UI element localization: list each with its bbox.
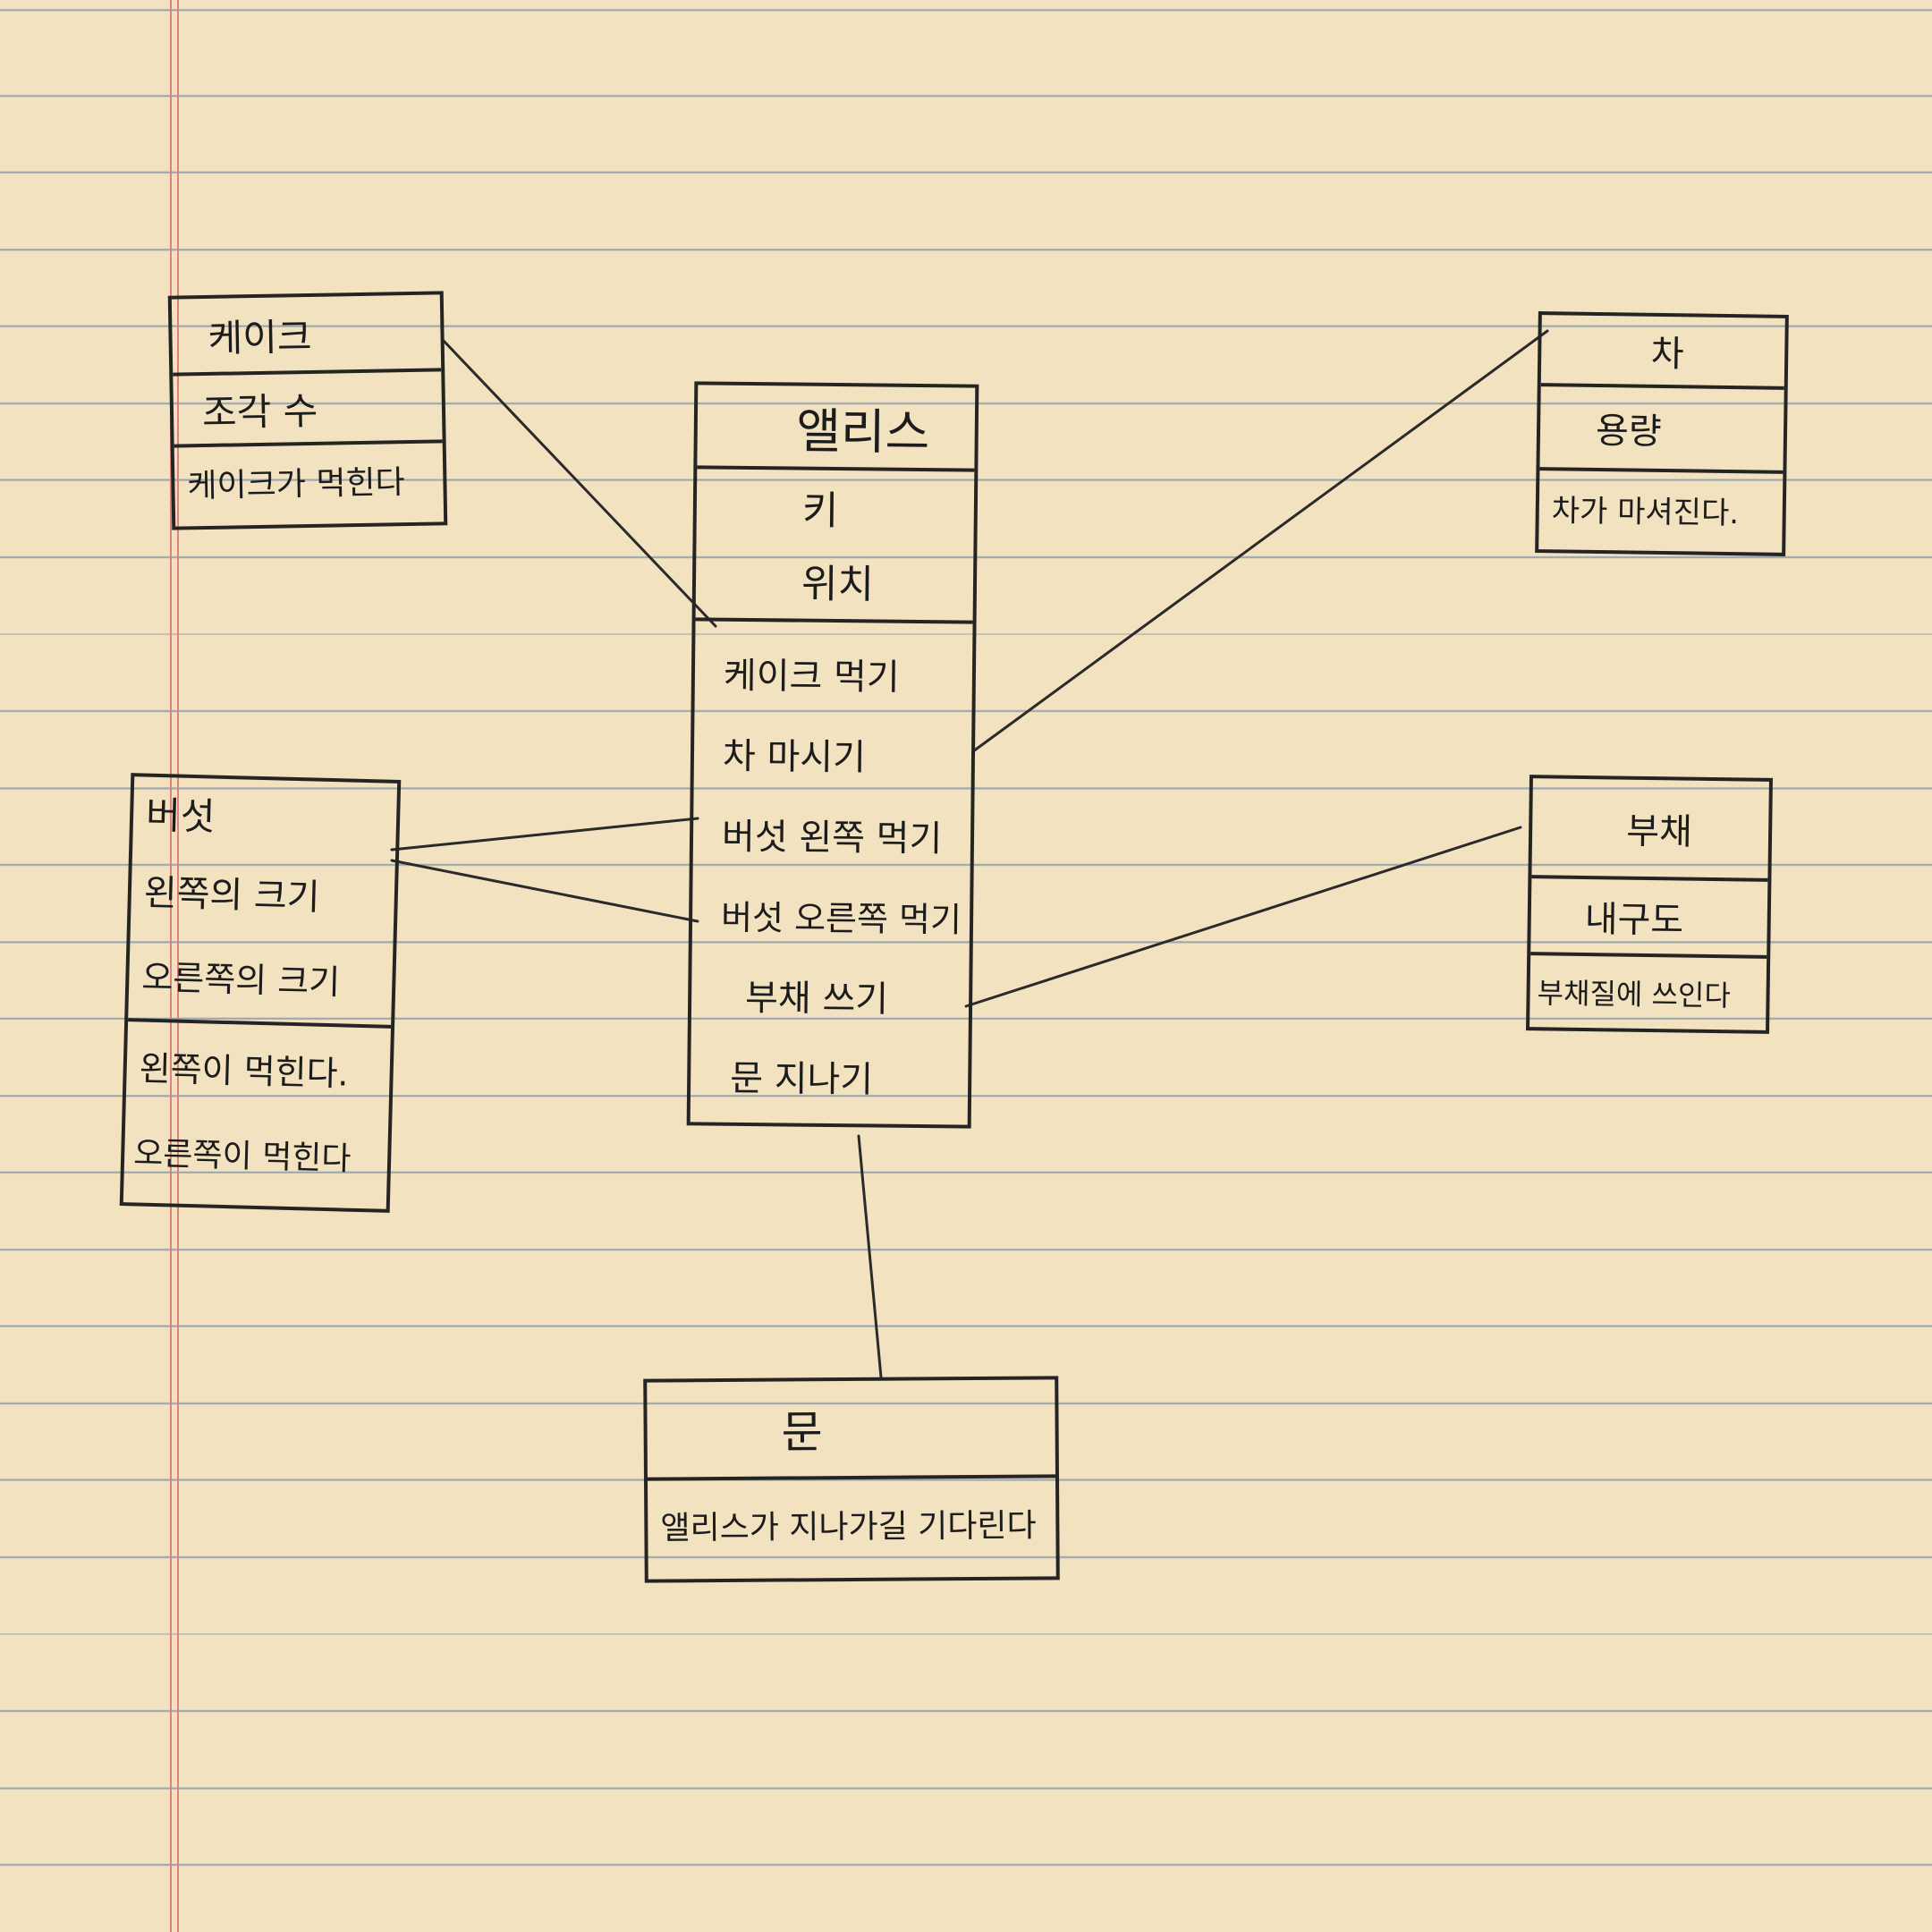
class-name: 부채 xyxy=(1625,810,1693,853)
class-box-door: 문 앨리스가 지나가길 기다린다 xyxy=(643,1376,1060,1583)
attribute: 용량 xyxy=(1595,410,1662,453)
methods-section: 앨리스가 지나가길 기다린다 xyxy=(648,1478,1056,1570)
attribute: 내구도 xyxy=(1584,898,1684,942)
class-box-alice: 앨리스 키 위치 케이크 먹기 차 마시기 버섯 왼쪽 먹기 버섯 오른쪽 먹기… xyxy=(686,381,979,1129)
attribute: 오른쪽의 크기 xyxy=(140,957,341,1002)
methods-section: 케이크 먹기 차 마시기 버섯 왼쪽 먹기 버섯 오른쪽 먹기 부채 쓰기 문 … xyxy=(691,621,973,1117)
method: 부채질에 쓰인다 xyxy=(1537,976,1732,1013)
attributes-section: 키 위치 xyxy=(695,469,975,624)
margin-line xyxy=(177,0,179,1932)
method: 문 지나기 xyxy=(729,1057,874,1101)
class-box-mushroom: 버섯 왼쪽의 크기 오른쪽의 크기 왼쪽이 먹힌다. 오른쪽이 먹힌다 xyxy=(119,773,402,1213)
attributes-section: 조각 수 xyxy=(173,371,443,448)
class-name-section: 문 xyxy=(647,1379,1055,1481)
methods-section: 왼쪽이 먹힌다. 오른쪽이 먹힌다 xyxy=(123,1018,392,1200)
class-name-section: 부채 xyxy=(1531,778,1769,882)
attributes-section: 용량 xyxy=(1539,386,1784,474)
method: 차가 마셔진다. xyxy=(1551,492,1740,531)
class-box-tea: 차 용량 차가 마셔진다. xyxy=(1535,311,1789,556)
methods-section: 차가 마셔진다. xyxy=(1538,470,1783,547)
class-name-section: 케이크 xyxy=(171,294,442,377)
method: 케이크 먹기 xyxy=(723,655,900,699)
class-name-section: 차 xyxy=(1540,315,1785,390)
class-name: 차 xyxy=(1650,333,1684,376)
method: 케이크가 먹힌다 xyxy=(187,464,406,505)
attribute: 왼쪽의 크기 xyxy=(143,872,321,919)
margin-line xyxy=(170,0,172,1932)
methods-section: 케이크가 먹힌다 xyxy=(174,443,444,519)
attribute: 위치 xyxy=(801,561,875,608)
class-name: 케이크 xyxy=(208,314,312,360)
class-box-cake: 케이크 조각 수 케이크가 먹힌다 xyxy=(167,291,448,530)
method: 오른쪽이 먹힌다 xyxy=(132,1135,352,1178)
attribute: 조각 수 xyxy=(201,388,318,435)
method: 왼쪽이 먹힌다. xyxy=(139,1047,350,1094)
method: 부채 쓰기 xyxy=(744,977,889,1021)
methods-section: 부채질에 쓰인다 xyxy=(1530,955,1767,1030)
class-name-section: 앨리스 xyxy=(697,385,976,472)
class-name: 버섯 xyxy=(145,792,216,839)
class-name: 문 xyxy=(781,1406,823,1459)
class-name-section: 버섯 왼쪽의 크기 오른쪽의 크기 xyxy=(128,776,397,1025)
attribute: 키 xyxy=(801,487,839,535)
class-box-fan: 부채 내구도 부채질에 쓰인다 xyxy=(1526,775,1773,1034)
method: 차 마시기 xyxy=(722,735,867,779)
class-name: 앨리스 xyxy=(795,402,930,461)
method: 버섯 오른쪽 먹기 xyxy=(720,897,962,940)
attributes-section: 내구도 xyxy=(1530,878,1768,959)
method: 앨리스가 지나가길 기다린다 xyxy=(660,1507,1037,1547)
method: 버섯 왼쪽 먹기 xyxy=(721,816,943,860)
